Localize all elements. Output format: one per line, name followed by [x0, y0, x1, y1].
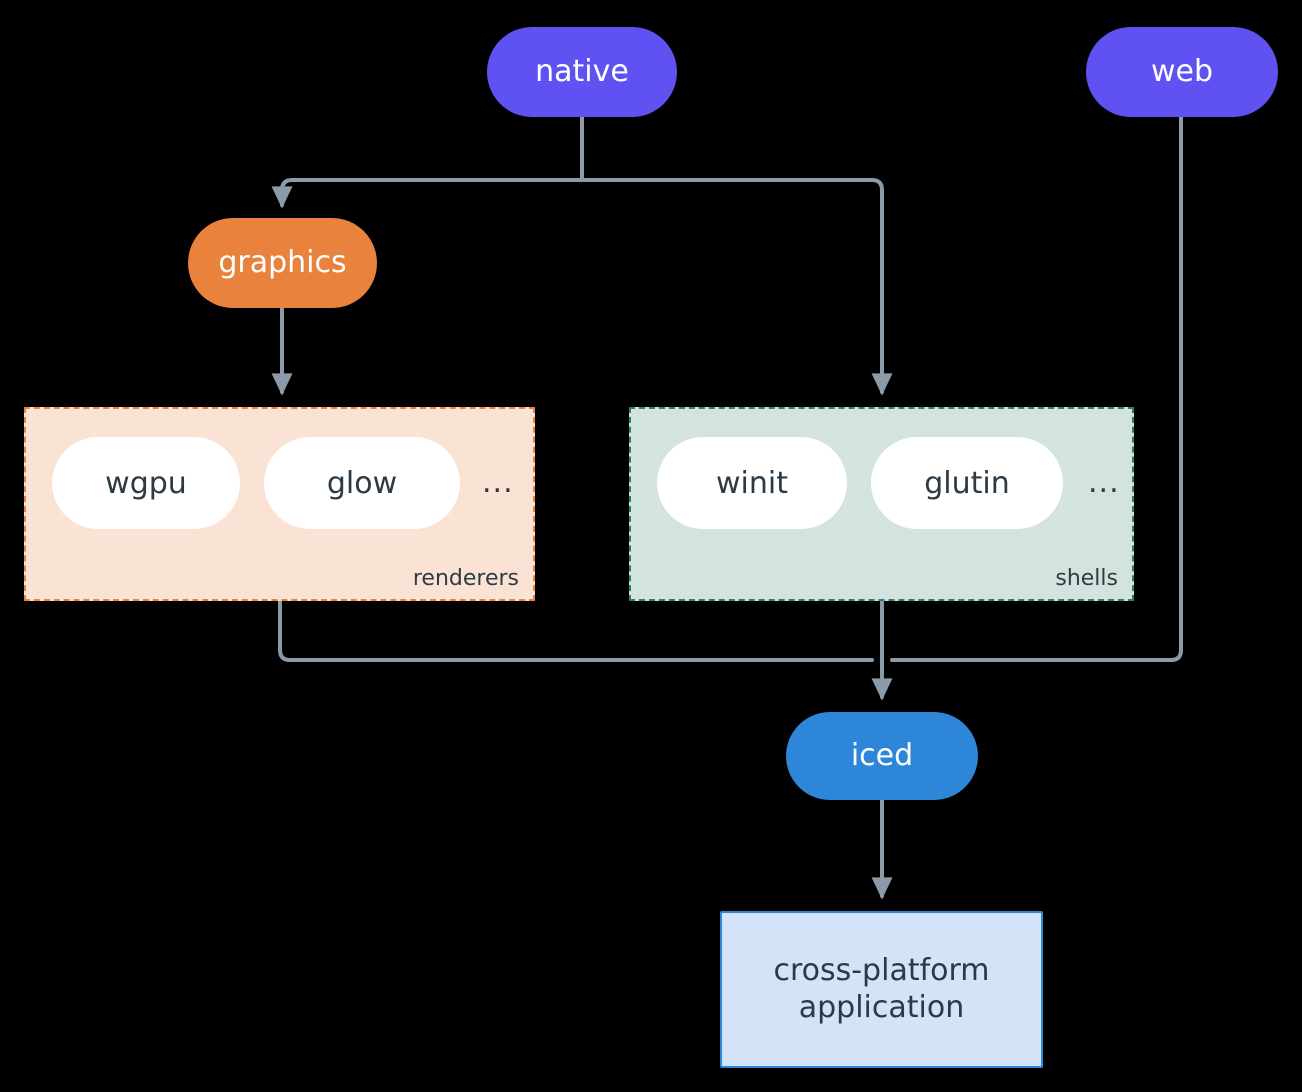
cluster-renderers-label: renderers	[412, 566, 519, 591]
node-web[interactable]: web	[1086, 27, 1278, 117]
cluster-renderers-item-glow-label: glow	[326, 465, 398, 501]
cluster-renderers-item-wgpu-label: wgpu	[105, 465, 187, 501]
cluster-renderers-ellipsis: ...	[482, 465, 514, 500]
node-native-label: native	[535, 53, 629, 89]
node-cross-platform-application[interactable]: cross-platform application	[720, 911, 1043, 1068]
cluster-shells-label: shells	[1055, 566, 1118, 591]
edge-renderers-to-iced	[278, 599, 874, 662]
node-native[interactable]: native	[487, 27, 677, 117]
node-web-label: web	[1150, 53, 1214, 89]
cluster-shells-item-winit[interactable]: winit	[657, 437, 847, 529]
cluster-shells-item-winit-label: winit	[716, 465, 788, 501]
edge-native-to-graphics	[271, 178, 584, 209]
node-graphics[interactable]: graphics	[188, 218, 377, 308]
edge-native-to-shells	[580, 178, 893, 396]
cluster-renderers: wgpu glow ... renderers	[24, 407, 535, 601]
cluster-renderers-item-wgpu[interactable]: wgpu	[52, 437, 240, 529]
node-graphics-label: graphics	[218, 244, 347, 280]
node-iced-label: iced	[850, 737, 914, 773]
node-iced[interactable]: iced	[786, 712, 978, 800]
node-app-label-line2: application	[798, 989, 965, 1025]
cluster-renderers-item-glow[interactable]: glow	[264, 437, 460, 529]
cluster-shells-ellipsis: ...	[1088, 465, 1120, 500]
cluster-shells-item-glutin[interactable]: glutin	[871, 437, 1063, 529]
cluster-shells-item-glutin-label: glutin	[924, 465, 1010, 501]
cluster-shells: winit glutin ... shells	[629, 407, 1134, 601]
node-app-label-line1: cross-platform	[773, 952, 990, 988]
